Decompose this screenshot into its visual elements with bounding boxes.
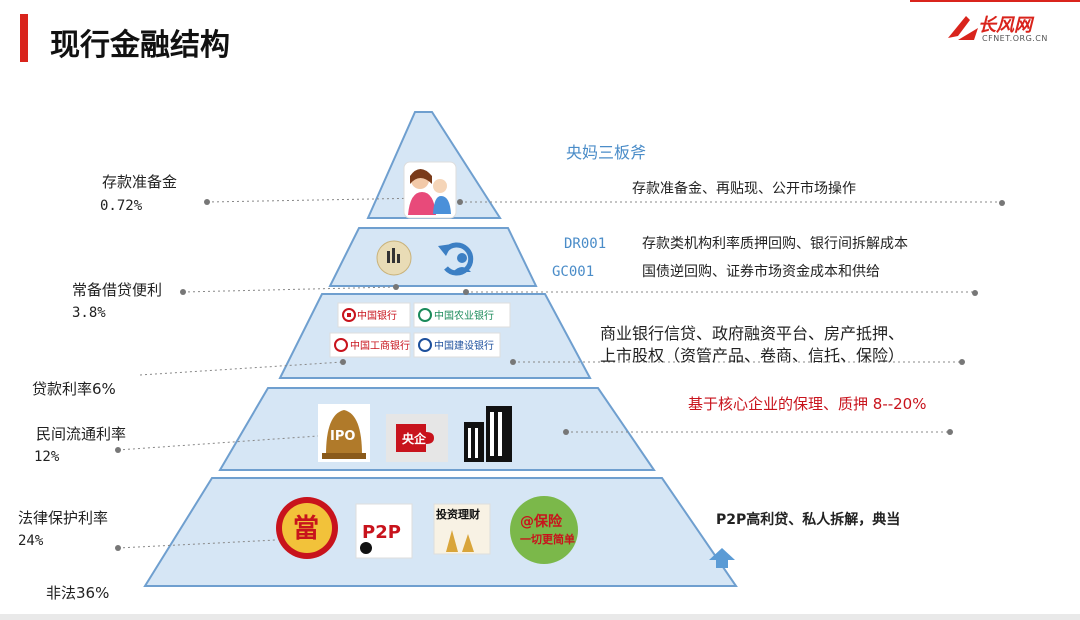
up-arrow-icon <box>709 548 735 568</box>
insurance-icon <box>510 496 578 564</box>
office-building-icon <box>464 406 512 462</box>
label-reserve-name: 存款准备金 <box>102 173 178 191</box>
label-dr-desc: 存款类机构利率质押回购、银行间拆解成本 <box>642 236 908 252</box>
bank-name-icbc: 中国工商银行 <box>350 339 410 352</box>
label-slf-name: 常备借贷便利 <box>72 281 163 299</box>
cycle-people-icon <box>438 242 474 276</box>
pyramid-tier-2 <box>328 227 538 287</box>
label-gc-code: GC001 <box>552 264 595 280</box>
label-private-name: 民间流通利率 <box>36 425 127 443</box>
soe-label: 央企 <box>402 431 427 446</box>
logo-text: 长风网 <box>978 15 1032 36</box>
label-loan-rate: 贷款利率6% <box>32 380 116 398</box>
investment-label: 投资理财 <box>436 507 480 521</box>
bottom-strip <box>0 614 1080 620</box>
title-accent-bar <box>20 14 28 62</box>
leader-dot <box>563 429 569 435</box>
insurance-label: @保险 <box>520 513 563 530</box>
leader-dot <box>972 290 978 296</box>
cfnet-logo-icon <box>948 16 978 40</box>
leader-dot <box>959 359 965 365</box>
label-tier3-line1: 商业银行信贷、政府融资平台、房产抵押、 <box>600 324 905 343</box>
top-accent-line <box>910 0 1080 2</box>
leader-line-legal <box>117 539 277 549</box>
leader-dot <box>510 359 516 365</box>
leader-dot <box>115 447 121 453</box>
p2p-label: P2P <box>362 522 401 543</box>
ipo-bell-icon <box>318 404 370 462</box>
building-coin-icon <box>376 240 412 276</box>
label-legal-rate: 24% <box>18 533 44 549</box>
label-slf-rate: 3.8% <box>72 305 106 321</box>
ipo-label: IPO <box>330 429 355 444</box>
bank-name-ccb: 中国建设银行 <box>434 339 494 352</box>
ccb-bank-logo <box>413 332 501 358</box>
leader-dot <box>947 429 953 435</box>
leader-line-private <box>117 435 319 451</box>
icbc-bank-logo <box>329 332 411 358</box>
leader-line-loan <box>139 361 344 376</box>
label-reserve-rate: 0.72% <box>100 198 143 214</box>
label-central-bank-desc: 存款准备金、再贴现、公开市场操作 <box>632 181 856 197</box>
leader-dot <box>204 199 210 205</box>
label-central-bank-tools: 央妈三板斧 <box>566 143 647 162</box>
soe-puzzle-icon <box>386 414 448 462</box>
page-title: 现行金融结构 <box>50 28 230 63</box>
label-gc-desc: 国债逆回购、证券市场资金成本和供给 <box>642 264 880 280</box>
mother-child-icon <box>403 161 457 219</box>
bank-name-abc: 中国农业银行 <box>434 309 494 322</box>
pawn-shop-icon <box>276 497 338 559</box>
insurance-sublabel: 一切更简单 <box>520 532 575 546</box>
leader-dot <box>115 545 121 551</box>
label-legal-name: 法律保护利率 <box>18 509 109 527</box>
leader-dot <box>340 359 346 365</box>
leader-dot <box>999 200 1005 206</box>
pawn-label: 當 <box>293 514 319 544</box>
leader-dot <box>457 199 463 205</box>
label-illegal: 非法36% <box>46 584 110 602</box>
label-tier3-line2: 上市股权（资管产品、卷商、信托、保险） <box>600 346 905 365</box>
logo-subtext: CFNET.ORG.CN <box>982 34 1048 43</box>
bank-name-boc: 中国银行 <box>357 309 397 322</box>
p2p-icon <box>355 503 413 559</box>
leader-dot <box>393 284 399 290</box>
leader-dot <box>180 289 186 295</box>
label-tier4-desc: 基于核心企业的保理、质押 8--20% <box>688 395 927 413</box>
label-private-rate: 12% <box>34 449 60 465</box>
label-tier5-desc: P2P高利贷、私人拆解，典当 <box>716 512 901 528</box>
abc-bank-logo <box>413 302 511 328</box>
leader-dot <box>463 289 469 295</box>
leader-line-reserve <box>206 197 427 203</box>
investment-icon <box>433 503 491 555</box>
leader-line-slf <box>182 286 397 293</box>
bank-of-china-logo <box>337 302 411 328</box>
label-dr-code: DR001 <box>564 236 607 252</box>
